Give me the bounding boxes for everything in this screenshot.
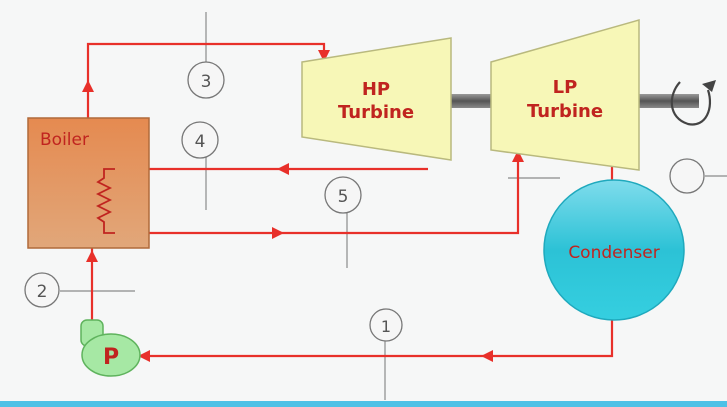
state-point-5: 5 [324, 176, 362, 214]
boiler: Boiler [27, 117, 150, 249]
state-point-1-label: 1 [381, 317, 391, 336]
state-point-leaders [60, 12, 727, 400]
state-point-2-label: 2 [37, 282, 48, 302]
flow-arrows [82, 50, 618, 362]
rotation-arrow-icon [670, 80, 716, 126]
state-point-3: 3 [187, 61, 225, 99]
reheater-coil-icon [95, 168, 115, 234]
pump-label: P [103, 345, 119, 370]
state-point-3-label: 3 [201, 72, 212, 92]
lp-turbine-label-2: Turbine [527, 101, 603, 122]
state-point-6 [669, 158, 705, 194]
bottom-strip [0, 401, 727, 407]
shaft-output [639, 94, 699, 108]
hp-turbine-label-1: HP [362, 79, 390, 100]
state-point-5-label: 5 [338, 187, 349, 207]
hp-turbine: HP Turbine [301, 37, 452, 161]
lp-turbine: LP Turbine [490, 19, 640, 171]
shaft-hp-lp [451, 94, 491, 108]
state-point-4-label: 4 [195, 132, 206, 152]
state-point-1: 1 [369, 308, 403, 342]
pump: P [80, 319, 141, 377]
boiler-label: Boiler [40, 130, 89, 150]
lp-turbine-label-1: LP [553, 77, 578, 98]
state-point-2: 2 [24, 272, 60, 308]
state-point-4: 4 [181, 121, 219, 159]
condenser-label: Condenser [568, 243, 659, 263]
condenser: Condenser [543, 179, 685, 321]
hp-turbine-label-2: Turbine [338, 102, 414, 123]
